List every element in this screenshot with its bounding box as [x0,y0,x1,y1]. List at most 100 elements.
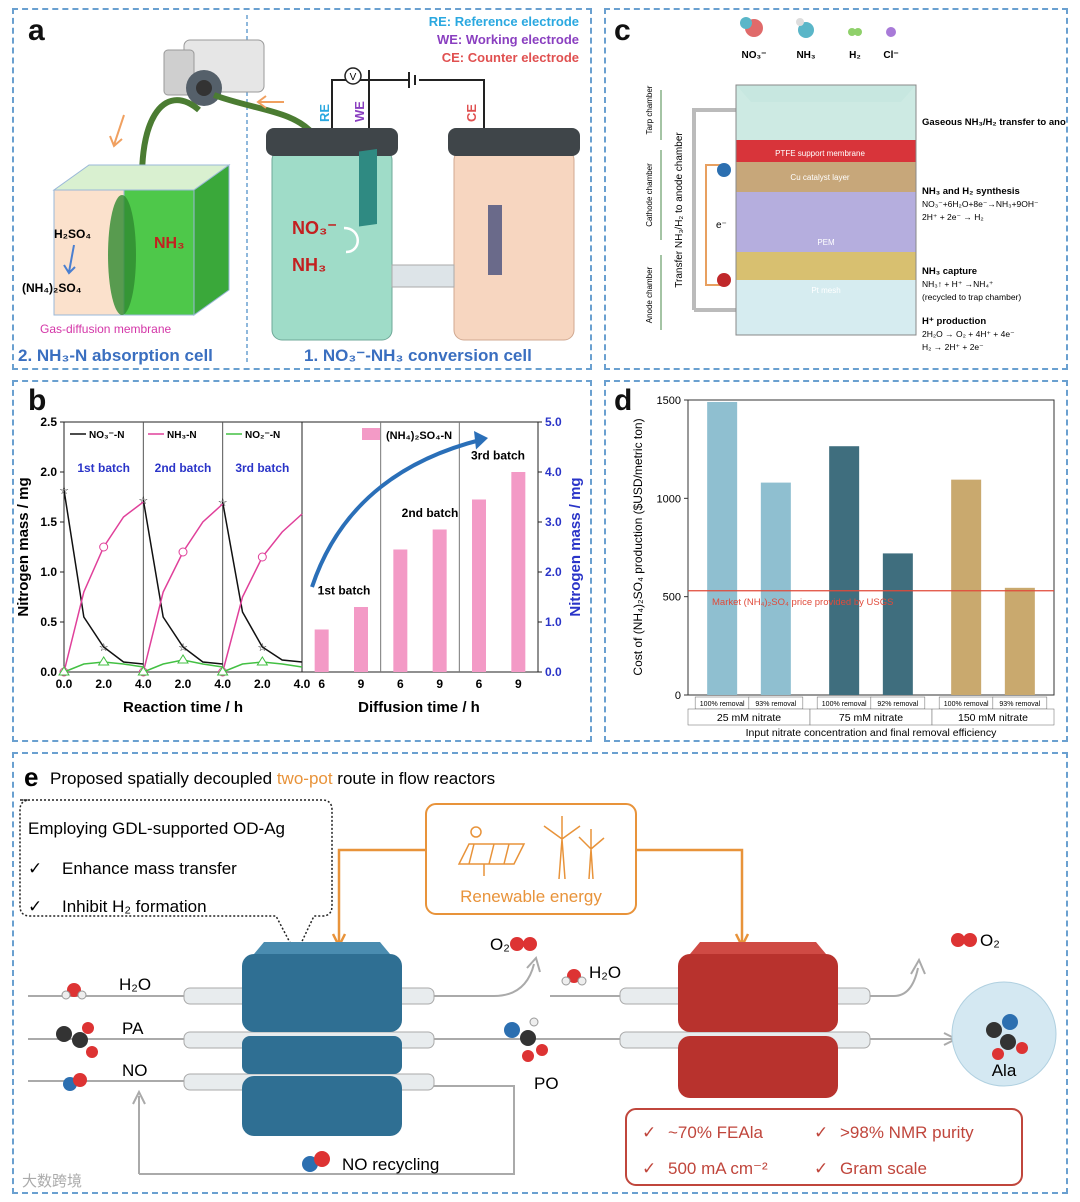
category-label: 92% removal [877,701,918,708]
data-point [256,656,269,666]
o2-out-arrow-icon [910,957,926,975]
y-tick-label: 2.5 [40,415,57,429]
y-tick-label: 0.0 [40,665,57,679]
chart-b-xlabel-right: Diffusion time / h [358,699,480,716]
y-tick-label: 1.0 [40,565,57,579]
group-cell [931,708,1055,726]
data-point: ☆ [218,497,228,509]
ala-label: Ala [992,1061,1017,1080]
peristaltic-pump-icon [163,39,265,106]
absorption-cell [52,164,231,316]
data-point [137,666,150,676]
callout-title: Employing GDL-supported OD-Ag [28,819,285,838]
data-point: ☆ [59,485,69,497]
results-box [625,1108,1023,1186]
panel-e-title: Proposed spatially decoupled two-pot rou… [50,769,495,788]
y-tick-label: 1500 [657,395,681,407]
panel-label-e: e [24,762,38,792]
batch-label: 3rd batch [471,449,525,463]
hydrogen-icon [848,28,862,36]
legend-nh3: NH₃ [796,50,815,61]
note-4-line-1: 2H₂O → O₂ + 4H⁺ + 4e⁻ [922,329,1015,339]
water-molecule-icon [561,969,587,986]
nh3-absorb-label: NH₃ [154,235,185,252]
legend-h2: H₂ [849,50,861,61]
data-point [99,542,109,552]
market-price-label: Market (NH₄)₂SO₄ price provided by USGS [712,597,893,608]
data-point: ☆ [178,642,188,654]
recycle-line [139,1085,515,1175]
panel-label-d: d [614,384,633,417]
bar [354,607,368,672]
y-tick-label: 1.0 [545,615,562,629]
chart-b-xlabel-left: Reaction time / h [123,699,243,716]
category-label: 93% removal [755,701,796,708]
panel-c-illustration: NO₃⁻ NH₃ H₂ Cl⁻ Tarp chamber Cathode cha… [645,17,1080,352]
x-tick-label: 4.0 [214,677,231,691]
y-tick-label: 500 [663,592,681,604]
check-icon: ✓ [814,1159,828,1179]
callout-item-1: Enhance mass transfer [62,859,237,878]
chart-d-ylabel: Cost of (NH₄)₂SO₄ production ($USD/metri… [631,418,645,675]
data-point: ☆ [138,495,148,507]
x-tick-label: 2.0 [175,677,192,691]
batch-label: 1st batch [318,584,371,598]
layer-pem-label: PEM [817,238,835,247]
x-tick-label: 6 [318,677,325,691]
note-3-line-2: (recycled to trap chamber) [922,292,1021,302]
panel-a-illustration: H₂SO₄ (NH₄)₂SO₄ NH₃ Gas-diffusion membra… [18,14,580,365]
re-electrode-label: RE [317,104,332,122]
o2-molecule-icon [951,933,977,947]
side-label-anode: Anode chamber [645,266,654,323]
flow-arrow-icon [109,95,284,148]
chloride-icon [886,27,896,37]
chart-b-ylabel-left: Nitrogen mass / mg [15,477,32,616]
y-tick-label: 2.0 [545,565,562,579]
x-tick-label: 4.0 [135,677,152,691]
bar [432,529,447,672]
bar [760,482,791,695]
nh42so4-label: (NH₄)₂SO₄ [22,281,82,295]
electron-label: e⁻ [716,220,727,231]
x-tick-label: 9 [358,677,365,691]
panel-e-illustration: e Proposed spatially decoupled two-pot r… [19,762,1057,1190]
legend-label: NO₂⁻-N [245,430,280,441]
group-label: 75 mM nitrate [839,712,903,724]
x-tick-label: 4.0 [294,677,311,691]
y-tick-label: 0 [675,690,681,702]
y-tick-label: 0.5 [40,615,57,629]
group-label: 150 mM nitrate [958,712,1028,724]
water-molecule-icon [61,983,87,1000]
input-no: NO [122,1061,148,1080]
no-recycling-icon [302,1151,330,1172]
data-point [216,666,229,676]
legend-re: RE: Reference electrode [429,14,579,29]
plus-terminal-icon [717,273,731,287]
x-tick-label: 6 [476,677,483,691]
y-tick-label: 1.5 [40,515,57,529]
x-tick-label: 2.0 [95,677,112,691]
legend-label: NH₃-N [167,430,197,441]
bar [951,479,982,695]
x-tick-label: 0.0 [56,677,73,691]
o2-molecule-icon [510,937,537,951]
no3-label: NO₃⁻ [292,218,337,238]
panel-e: e Proposed spatially decoupled two-pot r… [12,752,1068,1194]
bar [707,401,738,695]
side-label-tarp: Tarp chamber [645,85,654,134]
legend-label: (NH₄)₂SO₄-N [386,430,452,442]
watermark: 大数跨境 [22,1172,82,1190]
o2-left-label: O₂ [490,935,510,954]
layer-ptfe-label: PTFE support membrane [775,149,865,158]
series-line [142,499,223,665]
bar [1004,587,1035,695]
result-purity: >98% NMR purity [840,1123,974,1142]
data-point [177,654,189,664]
solar-panel-icon [457,826,526,876]
x-tick-label: 9 [515,677,522,691]
check-icon: ✓ [28,859,42,879]
input-h2o: H₂O [119,975,151,994]
